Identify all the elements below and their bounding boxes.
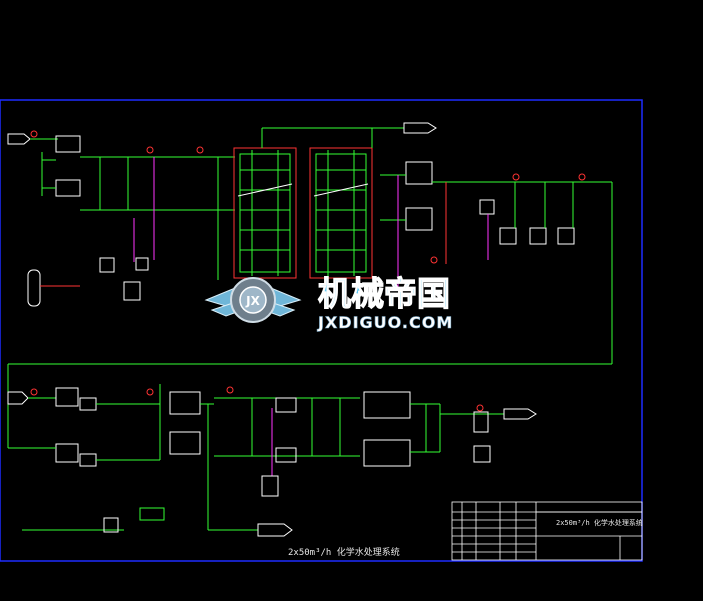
watermark-domain: JXDIGUO.COM — [317, 313, 453, 332]
upper-process-section — [7, 122, 613, 448]
svg-text:JX: JX — [245, 294, 260, 308]
gear-emblem-icon: JX — [230, 277, 276, 323]
title-block — [451, 501, 643, 561]
titleblock-title: 2x50m³/h 化学水处理系统 — [556, 518, 643, 527]
drawing-title: 2x50m³/h 化学水处理系统 — [288, 546, 400, 558]
watermark-name: 机械帝国 — [318, 274, 450, 313]
watermark-logo: JX 机械帝国 JXDIGUO.COM — [204, 273, 453, 332]
drawing-frame — [0, 99, 643, 562]
lower-process-section — [7, 384, 537, 537]
